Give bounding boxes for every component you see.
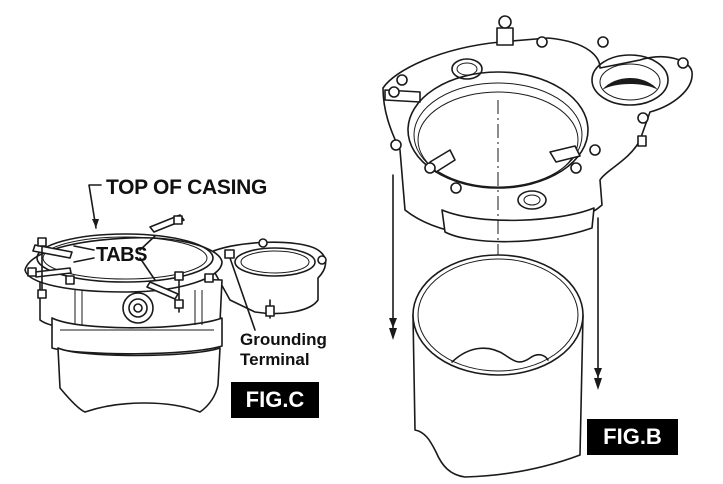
top-of-casing-label: TOP OF CASING	[106, 176, 268, 199]
fig-c-casing-illustration	[24, 184, 327, 413]
grounding-terminal-label-line2: Terminal	[240, 350, 310, 369]
grounding-terminal-label-line1: Grounding	[240, 330, 327, 349]
fig-b-casing-illustration	[382, 15, 693, 478]
grounding-terminal-label: Grounding Terminal	[240, 330, 327, 370]
tabs-label: TABS	[96, 244, 147, 266]
fig-c-caption: FIG.C	[231, 382, 319, 418]
fig-b-caption: FIG.B	[587, 419, 678, 455]
